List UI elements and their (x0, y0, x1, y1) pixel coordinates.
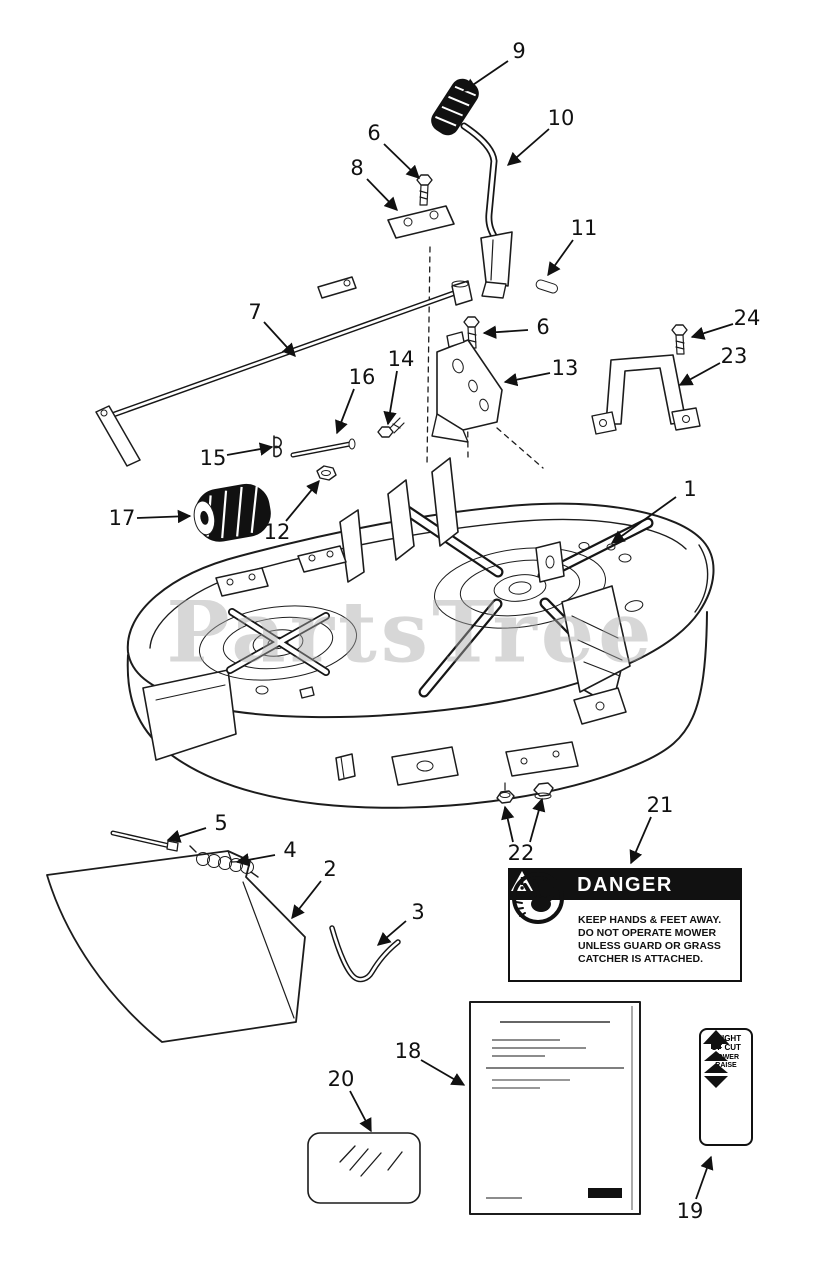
callout-arrow-11 (547, 239, 574, 277)
height-of-cut-raise-label: RAISE (715, 1062, 737, 1069)
part-deflector-guard (46, 850, 306, 1043)
callout-arrow-10 (506, 128, 550, 166)
callout-arrow-5 (166, 827, 207, 843)
danger-decal-text: KEEP HANDS & FEET AWAY. DO NOT OPERATE M… (578, 914, 740, 966)
callout-arrow-6 (383, 143, 420, 179)
danger-decal: DANGER KEEP HANDS & FEET AWAY. DO NOT OP… (508, 868, 742, 982)
callout-arrow-24 (690, 323, 734, 340)
part-hex-nuts (496, 782, 554, 804)
callout-arrow-7 (263, 321, 296, 357)
height-adjust-arrows-icon (703, 1030, 729, 1088)
callout-arrow-18 (420, 1059, 466, 1086)
height-of-cut-title: HEIGHT OF CUT (710, 1034, 742, 1052)
part-roller (193, 483, 271, 542)
callout-arrow-17 (136, 509, 192, 524)
callout-arrow-1 (610, 496, 677, 544)
callout-arrow-12 (285, 479, 320, 522)
callout-arrow-8 (366, 178, 398, 211)
height-of-cut-decal: HEIGHT OF CUT LOWER RAISE (699, 1028, 753, 1146)
callout-arrow-22 (501, 805, 515, 843)
callout-arrow-16 (335, 388, 355, 435)
callout-arrow-13 (503, 372, 551, 387)
part-lift-lever (460, 122, 513, 299)
callout-arrow-21 (629, 816, 652, 865)
callout-arrow-2 (291, 880, 322, 920)
part-pin (110, 830, 179, 852)
callout-arrow-6 (482, 325, 529, 339)
part-deck-housing (126, 457, 715, 809)
part-u-bracket (591, 354, 701, 435)
callout-arrow-15 (226, 442, 274, 456)
callout-arrow-20 (349, 1090, 372, 1133)
part-blank-decal (307, 1132, 421, 1204)
callout-arrow-23 (678, 362, 721, 386)
height-of-cut-lower-label: LOWER (712, 1054, 740, 1061)
part-hinge-bracket (431, 331, 503, 443)
danger-line-2: DO NOT OPERATE MOWER (578, 927, 717, 939)
callout-arrow-3 (376, 920, 407, 946)
part-hairpin-rod (329, 925, 401, 983)
danger-line-3: UNLESS GUARD OR GRASS (578, 940, 721, 952)
danger-decal-body: KEEP HANDS & FEET AWAY. DO NOT OPERATE M… (510, 872, 740, 980)
callout-arrow-4 (235, 853, 276, 867)
danger-line-1: KEEP HANDS & FEET AWAY. (578, 914, 722, 926)
callout-arrow-19 (695, 1155, 714, 1200)
danger-line-4: CATCHER IS ATTACHED. (578, 953, 704, 965)
part-owners-manual (469, 1001, 641, 1215)
callout-arrow-22 (529, 797, 546, 843)
callout-arrow-14 (383, 370, 398, 426)
callout-arrow-9 (462, 60, 509, 92)
part-pivot-bracket (387, 205, 559, 294)
part-bolts (377, 174, 688, 438)
danger-word: DANGER (577, 873, 673, 896)
part-link-rod (273, 435, 356, 481)
